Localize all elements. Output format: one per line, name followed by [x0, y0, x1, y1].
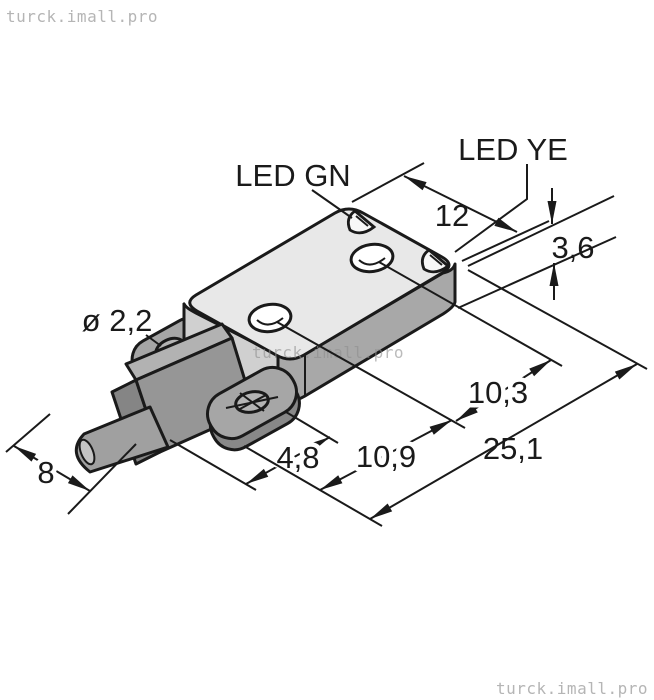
dimension-hole-offset-right: 10,3	[455, 359, 552, 422]
label-led-green: LED GN	[235, 158, 353, 219]
ext-line	[351, 162, 425, 203]
leader-line	[311, 189, 353, 219]
dim-label-total-length: 25,1	[483, 431, 543, 466]
dim-line	[245, 436, 331, 485]
leader-line	[454, 164, 528, 253]
leader-rear-hole	[378, 261, 563, 367]
yellow-led-window	[420, 248, 451, 274]
ear-front-hole-crosshair	[225, 392, 279, 412]
cable-diameter-label: ø 2,2	[82, 303, 153, 338]
leader-line	[145, 334, 162, 347]
dim-label-hole-spacing: 10,9	[356, 439, 416, 474]
dim-line	[369, 363, 638, 520]
dimension-front-edge-offset: 4,8	[169, 411, 339, 491]
led-yellow-label: LED YE	[458, 132, 568, 167]
dimension-body-thickness: 3,6	[457, 188, 617, 309]
dimension-hole-spacing: 10,9	[243, 419, 453, 527]
label-led-yellow: LED YE	[454, 132, 568, 253]
dim-label-hole-offset-right: 10,3	[468, 375, 528, 410]
ext-line	[467, 195, 615, 267]
label-cable-diameter: ø 2,2	[82, 303, 162, 347]
ext-line	[467, 269, 648, 370]
dim-line	[13, 445, 91, 492]
ext-line	[5, 413, 51, 453]
dim-line	[403, 175, 518, 233]
ext-line	[243, 445, 383, 527]
dim-label-front-edge-offset: 4,8	[276, 440, 319, 475]
watermark-top-left: turck.imall.pro	[6, 7, 158, 26]
led-green-label: LED GN	[235, 158, 350, 193]
watermark-center: turck.imall.pro	[252, 343, 404, 362]
ext-line	[67, 443, 137, 515]
ext-line	[457, 236, 617, 309]
dimension-body-width: 12	[351, 162, 550, 262]
ext-line	[169, 439, 257, 491]
ext-line	[285, 411, 339, 444]
dim-label-body-width: 12	[435, 198, 469, 233]
dimension-total-length: 25,1	[369, 269, 648, 520]
mounting-ear-front	[206, 365, 301, 452]
dim-label-clamp-width: 8	[37, 455, 54, 490]
dim-label-body-thickness: 3,6	[551, 230, 594, 265]
ext-line	[461, 220, 550, 262]
cable-gland-block	[110, 322, 256, 466]
watermark-bottom-right: turck.imall.pro	[496, 679, 648, 698]
